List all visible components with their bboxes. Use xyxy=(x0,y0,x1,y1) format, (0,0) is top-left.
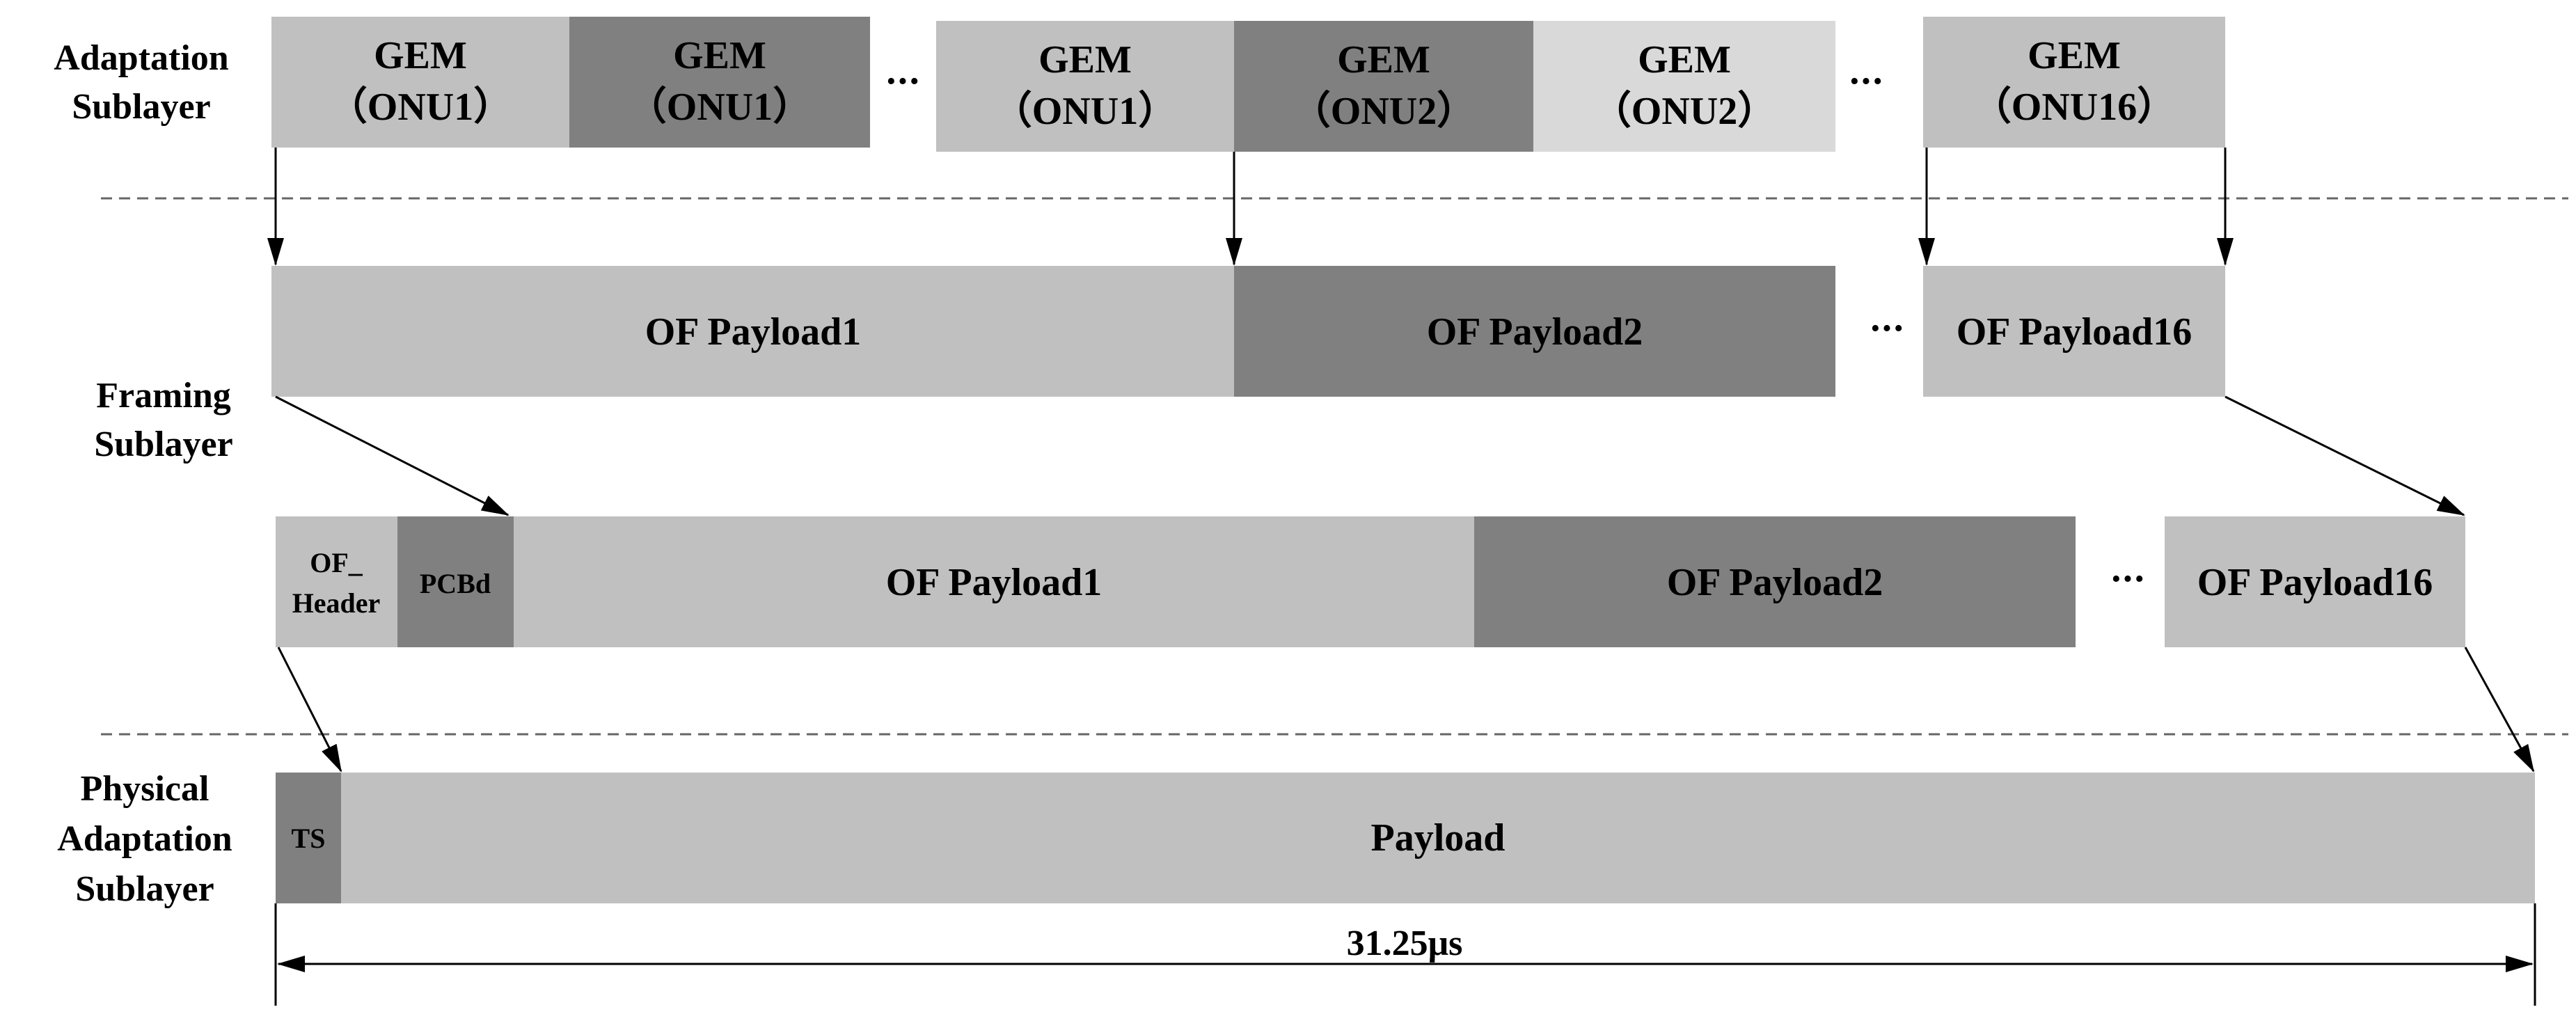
svg-text:（ONU1）: （ONU1） xyxy=(628,85,812,129)
adaptation-label-line2: Sublayer xyxy=(72,87,210,127)
svg-text:GEM: GEM xyxy=(2028,34,2121,77)
physical-label-line1: Physical xyxy=(81,769,210,809)
svg-text:GEM: GEM xyxy=(374,34,467,77)
framing-payload-block: OF Payload1 xyxy=(271,266,1234,397)
framing-label-line2: Sublayer xyxy=(94,425,232,464)
ellipsis: ··· xyxy=(2110,557,2144,601)
framed-payload-block: OF Payload1 xyxy=(514,516,1474,647)
ts-block: TS xyxy=(276,773,341,903)
of-header-block: OF_ Header xyxy=(276,516,397,647)
svg-text:OF Payload1: OF Payload1 xyxy=(886,561,1103,604)
svg-text:PCBd: PCBd xyxy=(420,568,491,599)
svg-text:（ONU2）: （ONU2） xyxy=(1292,89,1476,133)
svg-text:Header: Header xyxy=(292,587,381,619)
svg-text:OF_: OF_ xyxy=(310,547,363,578)
arrow xyxy=(275,395,509,516)
svg-text:（ONU2）: （ONU2） xyxy=(1593,89,1776,133)
ellipsis: ··· xyxy=(885,60,919,103)
framed-payload-block: OF Payload2 xyxy=(1474,516,2076,647)
svg-text:（ONU1）: （ONU1） xyxy=(329,85,512,129)
arrow xyxy=(2464,647,2535,773)
svg-text:GEM: GEM xyxy=(1638,38,1731,81)
svg-text:（ONU16）: （ONU16） xyxy=(1973,85,2176,129)
framing-label-line1: Framing xyxy=(96,376,231,415)
gem-block: GEM （ONU16） xyxy=(1923,17,2225,148)
framing-payload-block: OF Payload16 xyxy=(1923,266,2225,397)
gem-block: GEM （ONU1） xyxy=(271,17,569,148)
gem-block: GEM （ONU2） xyxy=(1234,21,1533,152)
svg-text:（ONU1）: （ONU1） xyxy=(993,89,1177,133)
physical-label-line3: Sublayer xyxy=(75,869,214,909)
svg-text:GEM: GEM xyxy=(1038,38,1132,81)
framed-payload-block: OF Payload16 xyxy=(2165,516,2465,647)
pcbd-block: PCBd xyxy=(397,516,514,647)
adaptation-label-line1: Adaptation xyxy=(54,38,228,78)
framing-payload-block: OF Payload2 xyxy=(1234,266,1835,397)
gem-block: GEM （ONU1） xyxy=(936,21,1234,152)
svg-text:TS: TS xyxy=(292,823,326,854)
gem-block: GEM （ONU2） xyxy=(1533,21,1835,152)
svg-text:OF Payload16: OF Payload16 xyxy=(2197,561,2433,604)
duration-label: 31.25μs xyxy=(1347,924,1463,963)
svg-text:GEM: GEM xyxy=(673,34,766,77)
arrow xyxy=(277,647,342,773)
svg-text:Payload: Payload xyxy=(1371,816,1506,860)
svg-text:OF Payload1: OF Payload1 xyxy=(645,310,862,354)
gem-block: GEM （ONU1） xyxy=(569,17,870,148)
svg-text:OF Payload2: OF Payload2 xyxy=(1667,561,1883,604)
physical-label-line2: Adaptation xyxy=(57,819,232,859)
svg-text:OF Payload2: OF Payload2 xyxy=(1427,310,1643,354)
ellipsis: ··· xyxy=(1869,307,1904,350)
svg-text:GEM: GEM xyxy=(1337,38,1430,81)
svg-text:OF Payload16: OF Payload16 xyxy=(1957,310,2192,354)
physical-payload-block: Payload xyxy=(341,773,2535,903)
arrow xyxy=(2225,395,2465,516)
ellipsis: ··· xyxy=(1848,60,1883,103)
